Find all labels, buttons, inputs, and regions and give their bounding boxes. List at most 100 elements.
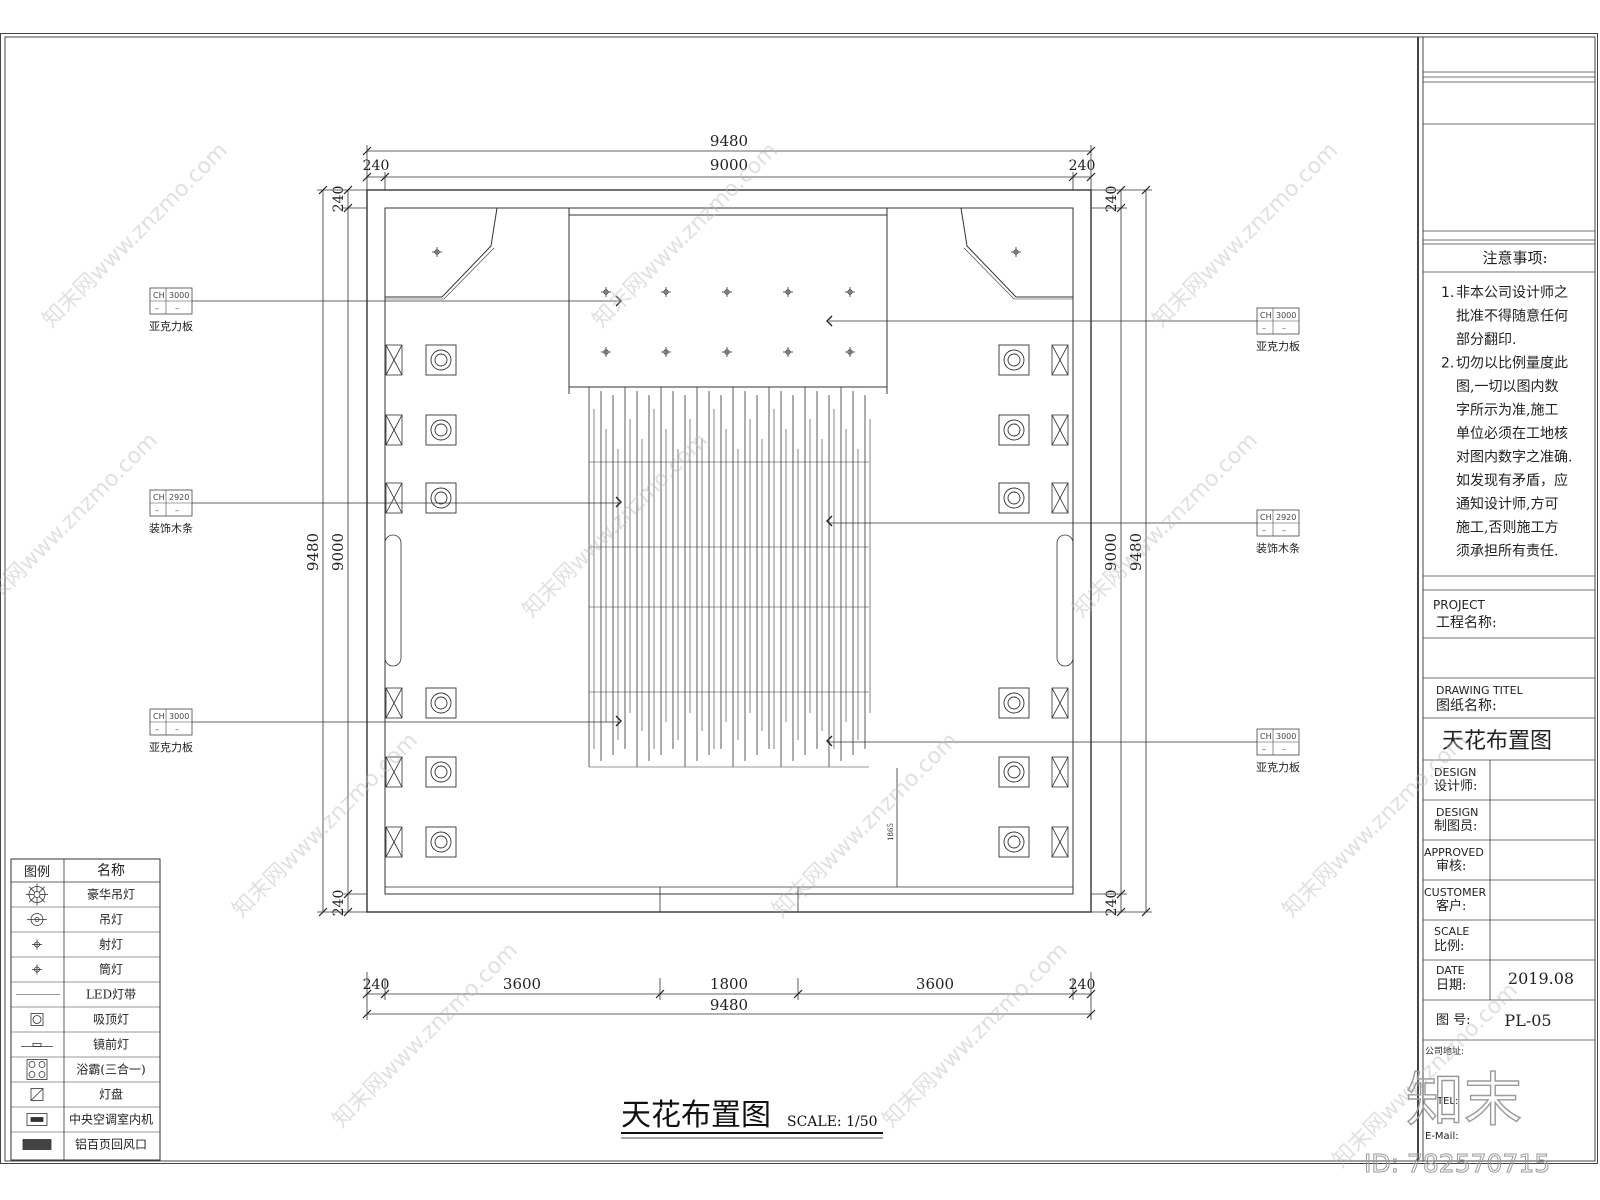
tag-dash: – [175, 725, 179, 734]
legend-item-name: 射灯 [99, 937, 123, 952]
notes-list: 1.非本公司设计师之批准不得随意任何部分翻印.2.切勿以比例量度此图,一切以图内… [1441, 285, 1572, 560]
ac-unit-icon [26, 1113, 48, 1126]
tag-dash: – [1282, 324, 1286, 333]
lamp-panel-icon [385, 687, 403, 719]
dim-left-total: 9480 [304, 533, 322, 571]
date-label-cn: 日期: [1436, 978, 1466, 993]
note-line: 非本公司设计师之 [1456, 285, 1568, 301]
dim-top-total: 9480 [710, 132, 748, 150]
legend-header-symbol: 图例 [24, 865, 50, 880]
email-label: E-Mail: [1425, 1131, 1459, 1142]
dim-left-inner: 9000 [329, 533, 347, 571]
lamp-panel-icon [30, 1088, 44, 1101]
legend-item-name: 灯盘 [99, 1087, 123, 1102]
sheet-border [0, 33, 1598, 1164]
dim-bottom-seg2: 1800 [710, 975, 748, 993]
ceiling-lamp-icon [998, 687, 1030, 719]
note-number: 1. [1441, 285, 1454, 301]
drawing-title-block: 天花布置图 SCALE: 1/50 [621, 1098, 883, 1139]
spotlight-icon [601, 287, 611, 297]
watermark-text: 知末网www.znzmo.com [588, 138, 783, 333]
note-line: 切勿以比例量度此 [1456, 356, 1568, 372]
tag-dash: – [155, 304, 159, 313]
legend-item-name: 中央空调室内机 [69, 1112, 153, 1127]
note-line: 字所示为准,施工 [1456, 403, 1558, 419]
watermark-text: 知末网www.znzmo.com [518, 428, 713, 623]
drawing-title-value: 天花布置图 [1442, 729, 1552, 754]
legend-item-name: 筒灯 [99, 962, 123, 977]
tag-label: 亚克力板 [149, 319, 193, 333]
approved-label-en: APPROVED [1424, 846, 1484, 859]
lamp-panel-icon [385, 826, 403, 858]
tag-height: 3000 [1276, 311, 1296, 320]
spotlight-icon [722, 287, 732, 297]
tag-label: 装饰木条 [149, 521, 193, 535]
dim-bottom-seg1: 3600 [503, 975, 541, 993]
tag-dash: – [175, 506, 179, 515]
callout-arrow-icon [826, 315, 833, 327]
spotlight-icon [661, 287, 671, 297]
scale-label-cn: 比例: [1434, 939, 1464, 954]
ceiling-lamp-icon [998, 826, 1030, 858]
ceiling-lamp-icon [998, 414, 1030, 446]
tag-ch: CH [1260, 513, 1272, 522]
dim-small-vertical: 1865 [887, 823, 895, 841]
tag-ch: CH [153, 291, 165, 300]
louver-vent-icon [22, 1139, 52, 1150]
dim-right-inner: 9000 [1102, 533, 1120, 571]
spotlight-icon [601, 347, 611, 357]
tag-dash: – [1262, 745, 1266, 754]
callout-arrow-icon [615, 496, 622, 508]
watermark-brand: 知末 [1406, 1066, 1522, 1134]
legend-item-name: LED灯带 [86, 988, 136, 1002]
dim-left-top-wall: 240 [331, 186, 347, 213]
callout-arrow-icon [826, 735, 833, 747]
dimension-lines [317, 145, 1152, 1020]
note-line: 如发现有矛盾，应 [1456, 472, 1568, 489]
watermark-text: 知末网www.znzmo.com [1148, 138, 1343, 333]
tag-label: 亚克力板 [1256, 760, 1300, 774]
legend-item-name: 浴霸(三合一) [76, 1062, 145, 1077]
scale-label-en: SCALE [1434, 925, 1469, 938]
ceiling-lamp-icon [998, 756, 1030, 788]
ceiling-lamp-icon [425, 756, 457, 788]
watermark-text: 知末网www.znzmo.com [328, 938, 523, 1133]
note-line: 批准不得随意任何 [1456, 308, 1568, 325]
date-value: 2019.08 [1508, 969, 1574, 988]
dim-top-left-wall: 240 [363, 158, 390, 174]
dim-top-inner: 9000 [710, 156, 748, 174]
drafter-label-cn: 制图员: [1434, 819, 1477, 834]
spotlight-icon [661, 347, 671, 357]
ceiling-lamp-icon [425, 344, 457, 376]
dim-right-total: 9480 [1127, 533, 1145, 571]
legend-item-name: 吸顶灯 [93, 1013, 129, 1027]
lamp-panel-icon [1051, 344, 1069, 376]
decorative-wood-strips [588, 386, 871, 768]
dim-bottom-seg3: 3600 [916, 975, 954, 993]
spotlight-icon [1011, 247, 1021, 257]
callout-arrow-icon [826, 515, 833, 527]
legend-item-name: 铝百页回风口 [75, 1137, 147, 1152]
lamp-panel-icon [385, 482, 403, 514]
lamp-panel-icon [1051, 482, 1069, 514]
legend-item-name: 镜前灯 [93, 1037, 129, 1052]
dim-right-top-wall: 240 [1104, 186, 1120, 213]
tag-dash: – [155, 506, 159, 515]
tag-ch: CH [1260, 311, 1272, 320]
drawing-no-value: PL-05 [1504, 1011, 1551, 1030]
drawing-title-label-cn: 图纸名称: [1436, 698, 1497, 714]
notes-title: 注意事项: [1482, 249, 1547, 267]
tag-dash: – [155, 725, 159, 734]
tag-height: 3000 [169, 712, 189, 721]
legend-header-name: 名称 [97, 863, 125, 879]
drafter-label-en: DESIGN [1436, 806, 1478, 819]
note-line: 施工,否则施工方 [1456, 520, 1558, 536]
ceiling-lamp-icon [30, 1013, 44, 1026]
downlight-icon [32, 964, 42, 975]
